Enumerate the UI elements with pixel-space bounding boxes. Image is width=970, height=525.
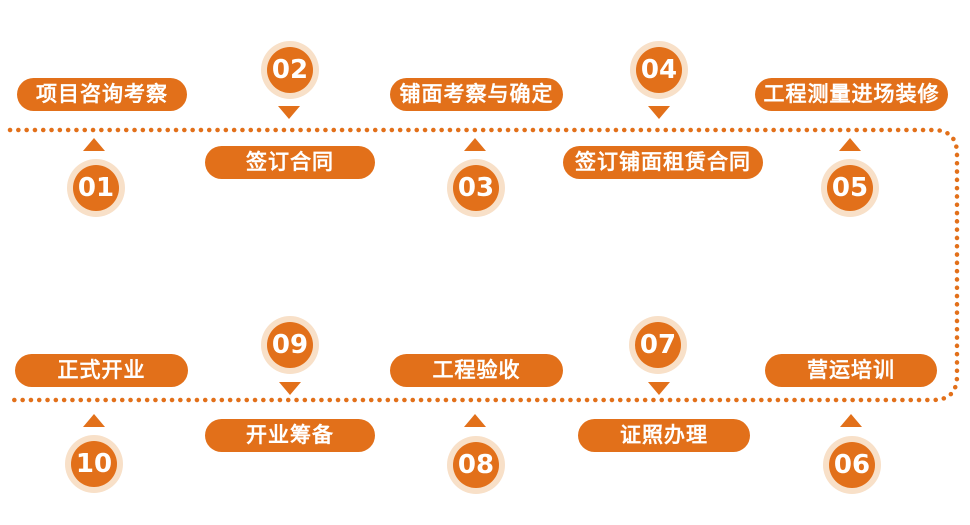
arrow-up-icon-01 [83, 138, 105, 151]
step-label-pill-04: 签订铺面租赁合同 [563, 146, 763, 179]
step-number-badge-04: 04 [636, 47, 682, 93]
arrow-down-icon-07 [648, 382, 670, 395]
arrow-down-icon-02 [278, 106, 300, 119]
arrow-up-icon-06 [840, 414, 862, 427]
arrow-down-icon-04 [648, 106, 670, 119]
step-number-badge-03: 03 [453, 165, 499, 211]
step-label-pill-08: 工程验收 [390, 354, 563, 387]
arrow-up-icon-10 [83, 414, 105, 427]
arrow-up-icon-05 [839, 138, 861, 151]
step-number-badge-05: 05 [827, 165, 873, 211]
step-number-badge-07: 07 [635, 322, 681, 368]
step-number-badge-08: 08 [453, 442, 499, 488]
arrow-up-icon-08 [464, 414, 486, 427]
step-number-badge-01: 01 [73, 165, 119, 211]
step-label-pill-09: 开业筹备 [205, 419, 375, 452]
step-label-pill-06: 营运培训 [765, 354, 937, 387]
step-number-badge-06: 06 [829, 442, 875, 488]
step-label-pill-01: 项目咨询考察 [17, 78, 187, 111]
step-label-pill-10: 正式开业 [15, 354, 188, 387]
step-number-badge-02: 02 [267, 47, 313, 93]
arrow-down-icon-09 [279, 382, 301, 395]
arrow-up-icon-03 [464, 138, 486, 151]
step-number-badge-09: 09 [267, 322, 313, 368]
step-label-pill-07: 证照办理 [578, 419, 750, 452]
step-number-badge-10: 10 [71, 441, 117, 487]
step-label-pill-05: 工程测量进场装修 [755, 78, 948, 111]
step-label-pill-02: 签订合同 [205, 146, 375, 179]
step-label-pill-03: 铺面考察与确定 [390, 78, 563, 111]
